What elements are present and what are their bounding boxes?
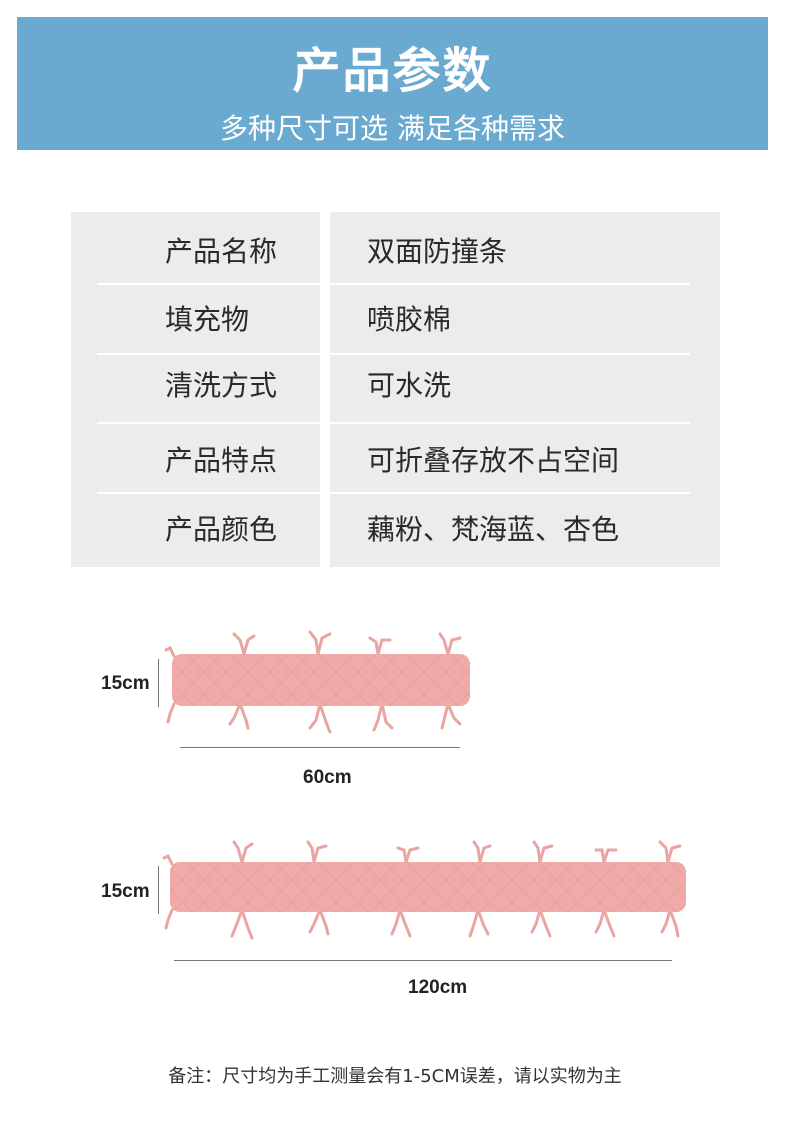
row-divider — [97, 353, 690, 355]
height-dimension-line — [158, 866, 159, 914]
spec-column-divider — [320, 212, 330, 580]
spec-label: 清洗方式 — [165, 369, 278, 402]
header-banner: 产品参数 多种尺寸可选 满足各种需求 — [17, 17, 768, 150]
spec-row-name: 产品名称 双面防撞条 — [71, 220, 720, 284]
spec-value: 喷胶棉 — [367, 303, 452, 336]
row-divider — [97, 283, 690, 285]
bumper-image-120cm — [162, 840, 686, 940]
spec-label: 产品特点 — [165, 444, 278, 477]
length-label: 120cm — [408, 977, 468, 998]
spec-row-filling: 填充物 喷胶棉 — [71, 288, 720, 352]
spec-row-color: 产品颜色 藕粉、梵海蓝、杏色 — [71, 498, 720, 562]
row-divider — [97, 492, 690, 494]
spec-table: 产品名称 双面防撞条 填充物 喷胶棉 清洗方式 可水洗 产品特点 可折叠存放不占… — [71, 212, 720, 580]
spec-label: 填充物 — [165, 303, 250, 336]
page-subtitle: 多种尺寸可选 满足各种需求 — [220, 112, 565, 145]
spec-value: 双面防撞条 — [367, 235, 508, 268]
measurement-note: 备注：尺寸均为手工测量会有1-5CM误差，请以实物为主 — [168, 1066, 622, 1087]
page-title: 产品参数 — [292, 43, 493, 99]
row-divider — [97, 422, 690, 424]
length-label: 60cm — [303, 767, 352, 788]
height-label: 15cm — [101, 881, 150, 902]
spec-value: 可折叠存放不占空间 — [367, 444, 620, 477]
bumper-image-60cm — [164, 630, 470, 734]
spec-row-features: 产品特点 可折叠存放不占空间 — [71, 429, 720, 493]
spec-label: 产品颜色 — [165, 513, 278, 546]
length-dimension-line — [180, 747, 460, 748]
spec-value: 可水洗 — [367, 369, 452, 402]
height-label: 15cm — [101, 673, 150, 694]
spec-label: 产品名称 — [165, 235, 278, 268]
spec-row-washing: 清洗方式 可水洗 — [71, 354, 720, 418]
height-dimension-line — [158, 659, 159, 707]
spec-value: 藕粉、梵海蓝、杏色 — [367, 513, 620, 546]
length-dimension-line — [174, 960, 672, 961]
